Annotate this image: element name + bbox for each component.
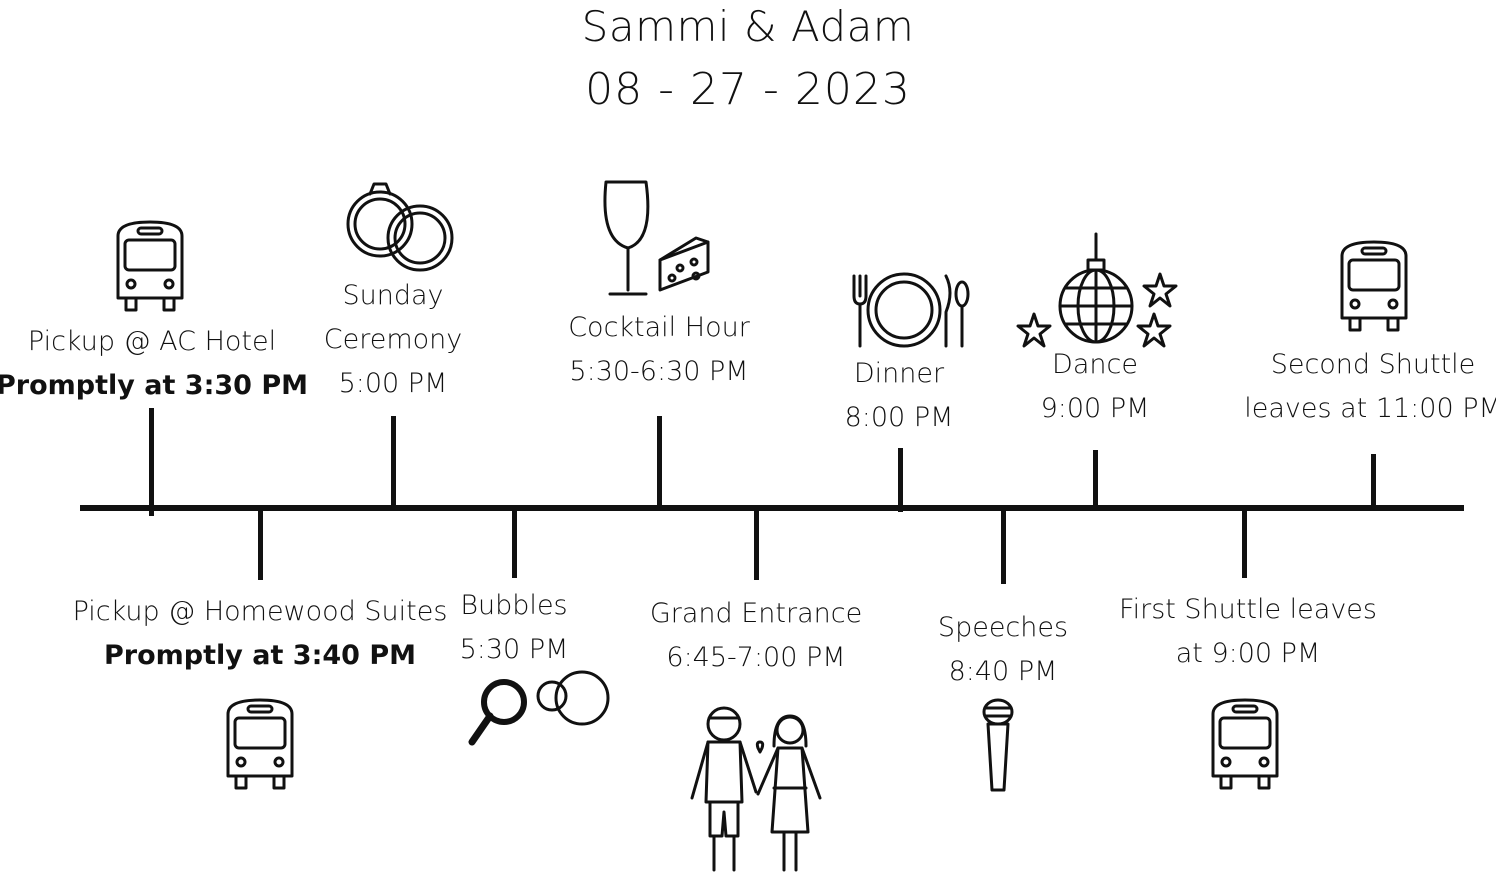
bus-icon — [226, 698, 294, 790]
tick-ceremony — [391, 416, 396, 508]
tick-dance — [1093, 450, 1098, 508]
bus-icon — [1211, 698, 1279, 790]
event-dinner: Dinner 8:00 PM — [845, 352, 954, 440]
event-time: at 9:00 PM — [1175, 638, 1321, 669]
tick-pickup-homewood — [258, 508, 263, 580]
microphone-icon — [982, 698, 1014, 792]
event-pickup-ac-hotel: Pickup @ AC Hotel Promptly at 3:30 PM — [0, 320, 308, 408]
bus-icon — [116, 220, 184, 312]
event-time: Promptly at 3:30 PM — [0, 370, 309, 401]
event-time: 5:30-6:30 PM — [569, 356, 749, 387]
tick-grand-entrance — [754, 508, 759, 580]
bus-icon — [1340, 240, 1408, 332]
plate-cutlery-icon — [852, 272, 970, 348]
event-second-shuttle: Second Shuttle leaves at 11:00 PM — [1244, 343, 1496, 431]
event-label: Ceremony — [323, 324, 463, 355]
wine-cheese-icon — [603, 180, 710, 296]
event-label: Bubbles — [460, 590, 568, 621]
tick-speeches — [1001, 508, 1006, 584]
bubble-wand-icon — [468, 670, 610, 746]
rings-icon — [346, 182, 454, 272]
event-time: 6:45-7:00 PM — [666, 642, 846, 673]
tick-pickup-ac-hotel — [149, 408, 154, 516]
tick-bubbles — [512, 508, 517, 578]
tick-cocktail-hour — [657, 416, 662, 508]
event-speeches: Speeches 8:40 PM — [938, 606, 1068, 694]
event-time: Promptly at 3:40 PM — [103, 640, 417, 671]
tick-first-shuttle — [1242, 508, 1247, 578]
event-label: Dinner — [853, 358, 945, 389]
couple-icon — [690, 706, 822, 872]
event-time: 5:00 PM — [338, 368, 448, 399]
event-grand-entrance: Grand Entrance 6:45-7:00 PM — [650, 592, 862, 680]
event-label: Second Shuttle — [1270, 349, 1476, 380]
tick-dinner — [898, 448, 903, 512]
event-label: First Shuttle leaves — [1119, 594, 1377, 625]
timeline-axis — [80, 505, 1464, 511]
event-pickup-homewood: Pickup @ Homewood Suites Promptly at 3:4… — [73, 590, 448, 678]
wedding-date: 08 - 27 - 2023 — [585, 64, 911, 115]
event-label: Speeches — [937, 612, 1069, 643]
event-bubbles: Bubbles 5:30 PM — [460, 584, 569, 672]
event-label: Cocktail Hour — [568, 312, 750, 343]
tick-second-shuttle — [1371, 454, 1376, 508]
event-label: Grand Entrance — [649, 598, 863, 629]
event-dance: Dance 9:00 PM — [1041, 343, 1150, 431]
event-time: 8:40 PM — [948, 656, 1058, 687]
event-first-shuttle: First Shuttle leaves at 9:00 PM — [1119, 588, 1377, 676]
disco-ball-icon — [1016, 232, 1178, 348]
event-label: Pickup @ AC Hotel — [27, 326, 277, 357]
event-time: 5:30 PM — [459, 634, 569, 665]
event-cocktail-hour: Cocktail Hour 5:30-6:30 PM — [568, 306, 750, 394]
event-ceremony: Sunday Ceremony 5:00 PM — [324, 274, 463, 406]
couple-names-title: Sammi & Adam — [581, 2, 915, 51]
event-time: 8:00 PM — [844, 402, 954, 433]
event-time: 9:00 PM — [1040, 393, 1150, 424]
event-time: leaves at 11:00 PM — [1244, 393, 1496, 424]
event-label: Dance — [1052, 349, 1138, 380]
event-label: Pickup @ Homewood Suites — [72, 596, 448, 627]
event-label: Sunday — [342, 280, 444, 311]
